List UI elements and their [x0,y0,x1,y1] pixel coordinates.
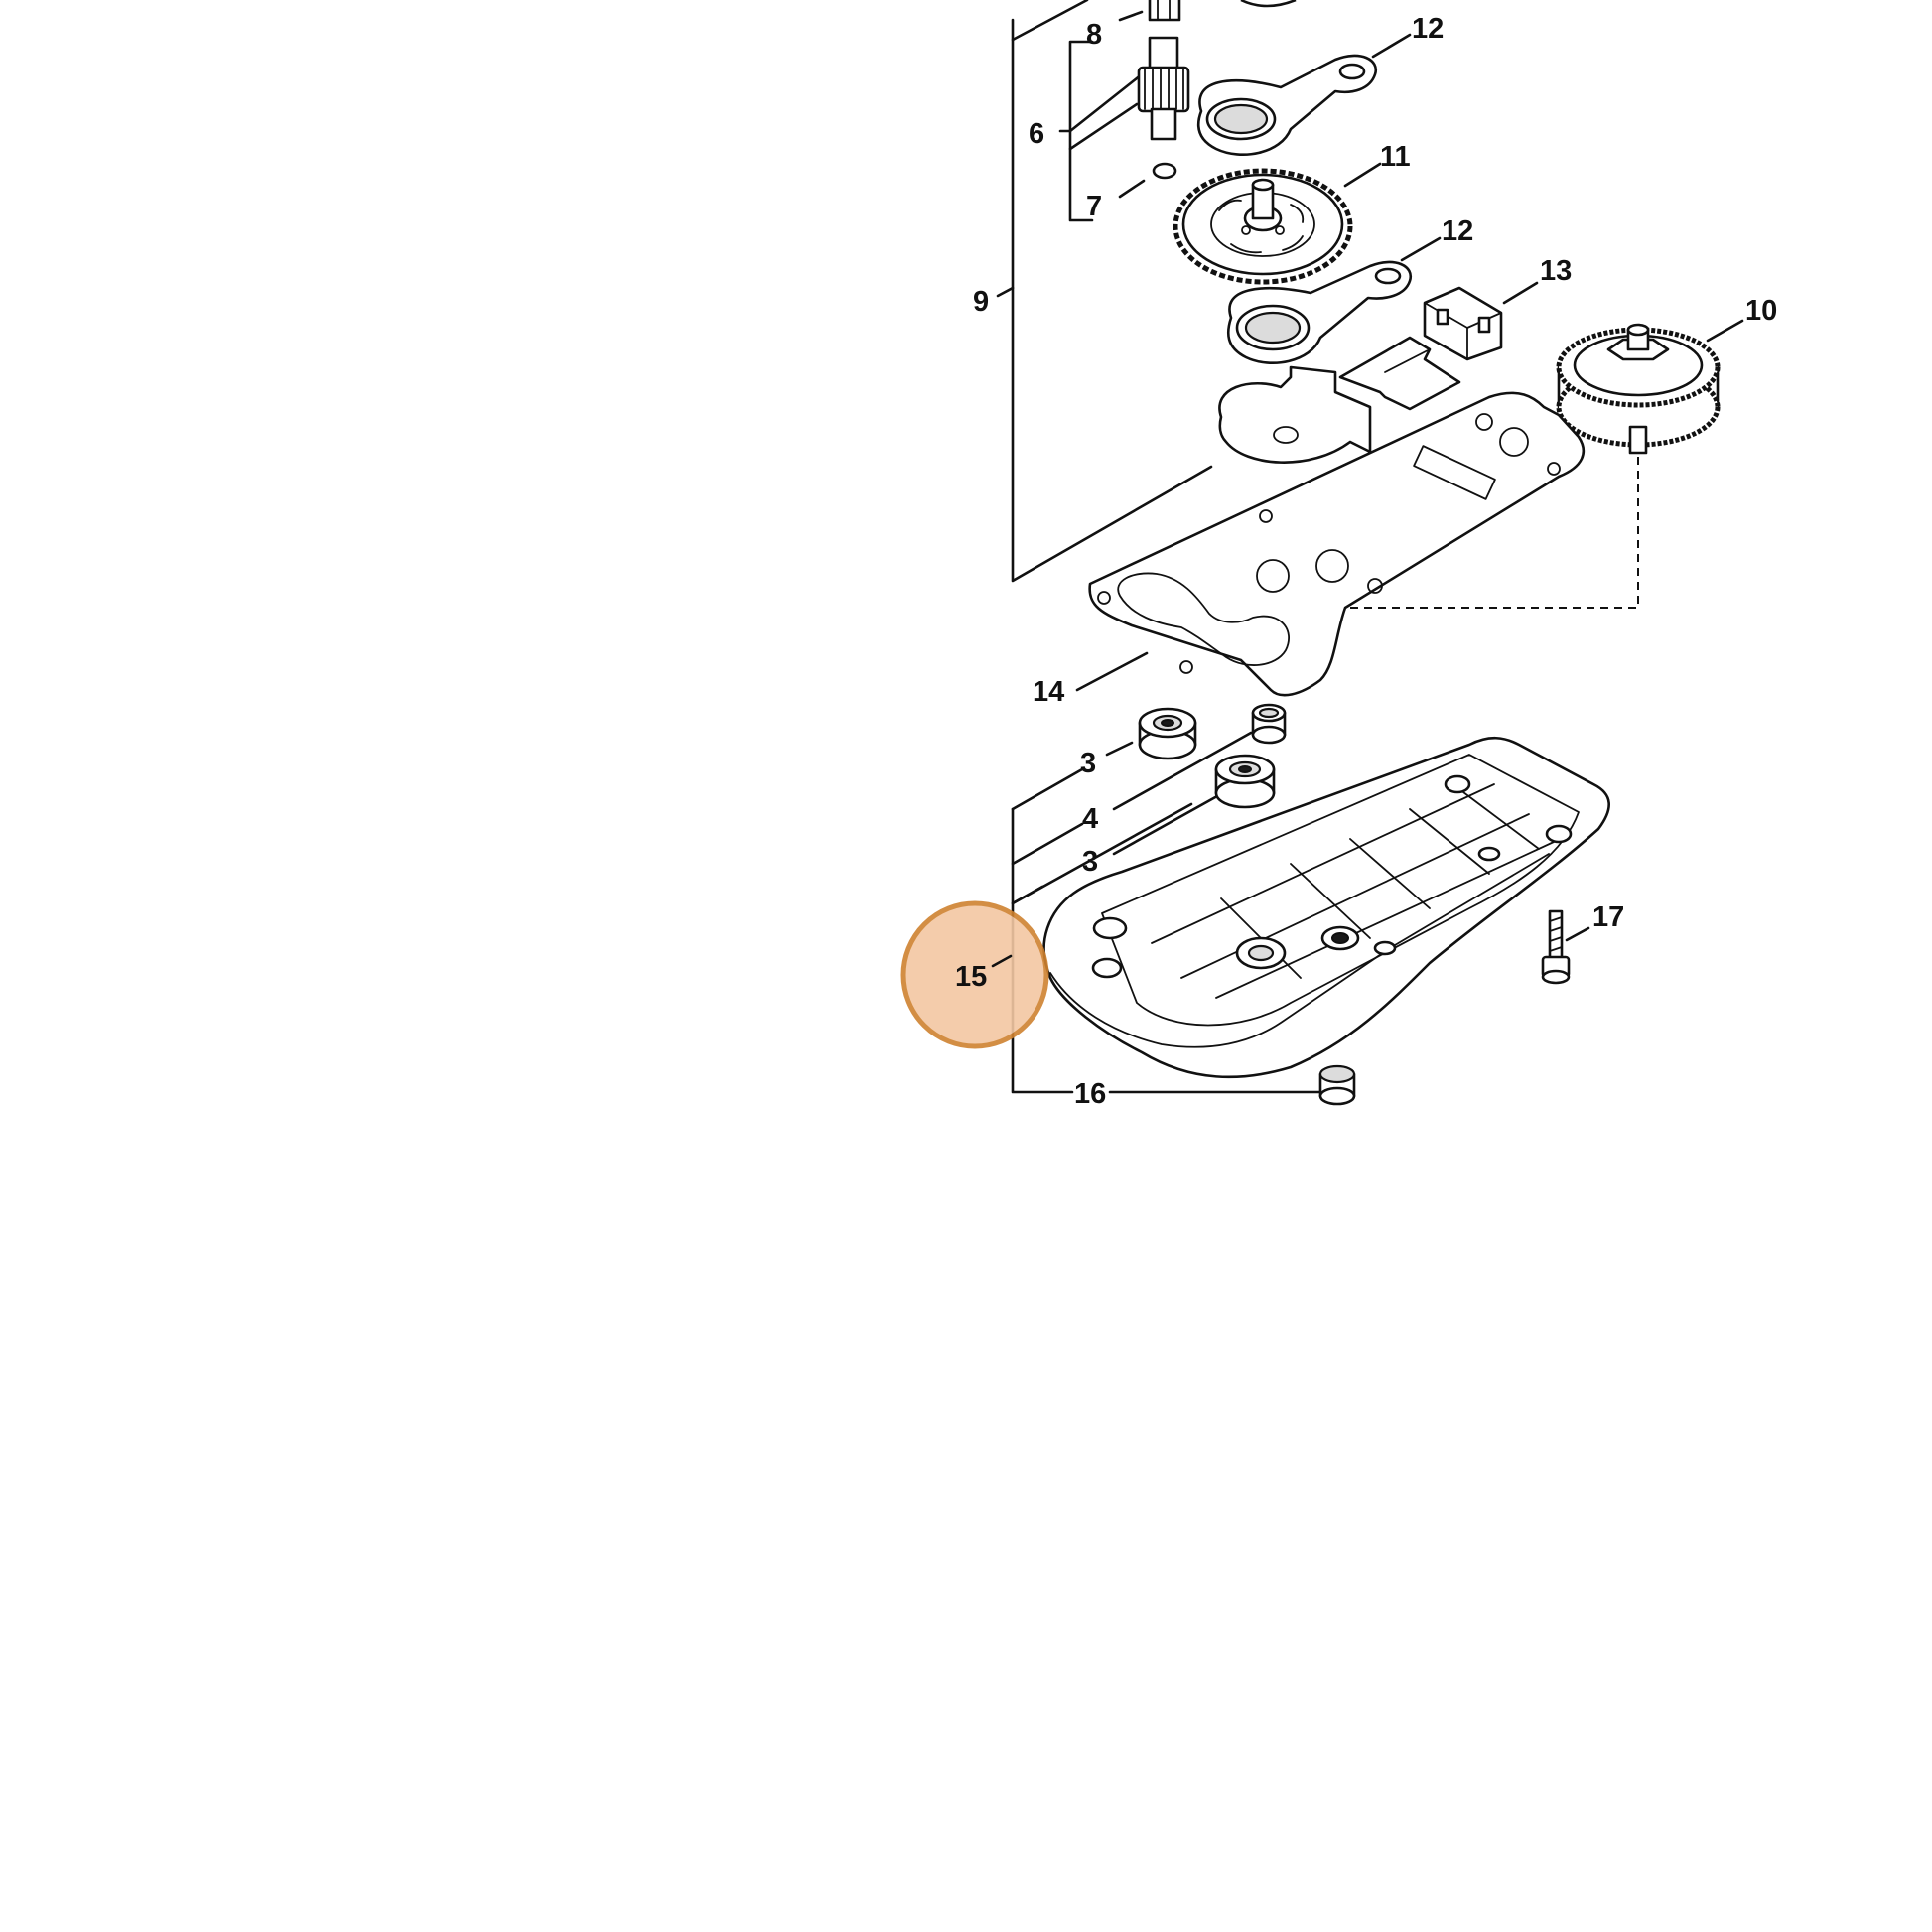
leader-lines [996,0,1744,1094]
callout-3-lower[interactable]: 3 [1082,846,1098,878]
part-7-o-ring [1152,162,1177,180]
callout-13[interactable]: 13 [1540,255,1572,287]
part-11-large-gear [1173,168,1353,285]
callout-16[interactable]: 16 [1074,1078,1106,1110]
callout-12-upper[interactable]: 12 [1412,13,1444,45]
part-16-plug [1318,1064,1356,1106]
part-15-gear-housing [1042,736,1610,1079]
part-3-ball-bearing-lower [1214,754,1276,809]
part-9-plate-assembly [1218,336,1461,464]
part-12-connecting-rod-lower [1226,260,1413,364]
part-12-connecting-rod-upper [1196,54,1378,156]
callout-4[interactable]: 4 [1082,803,1098,835]
callout-6[interactable]: 6 [1029,118,1044,150]
highlight-circle [900,900,1049,1049]
callout-15[interactable]: 15 [955,961,987,993]
callout-7[interactable]: 7 [1086,191,1102,222]
callout-12-lower[interactable]: 12 [1442,215,1473,247]
part-8-pinion [1148,0,1297,22]
callout-17[interactable]: 17 [1592,901,1624,933]
callout-11[interactable]: 11 [1380,141,1411,173]
part-13-clip [1423,286,1503,361]
part-10-output-gear [1556,323,1721,455]
callout-9[interactable]: 9 [973,286,989,318]
callout-labels: 8 12 6 11 7 12 13 10 9 14 3 4 3 17 15 16 [955,13,1777,1110]
callout-14[interactable]: 14 [1033,676,1064,708]
callout-3-upper[interactable]: 3 [1080,748,1096,779]
part-6-drive-pinion [1137,36,1190,141]
part-4-needle-bearing [1251,703,1287,745]
part-3-ball-bearing-upper [1138,707,1197,760]
part-17-screw [1541,909,1571,985]
callout-10[interactable]: 10 [1745,295,1777,327]
callout-8[interactable]: 8 [1086,19,1102,51]
part-14-gasket [1088,391,1585,697]
